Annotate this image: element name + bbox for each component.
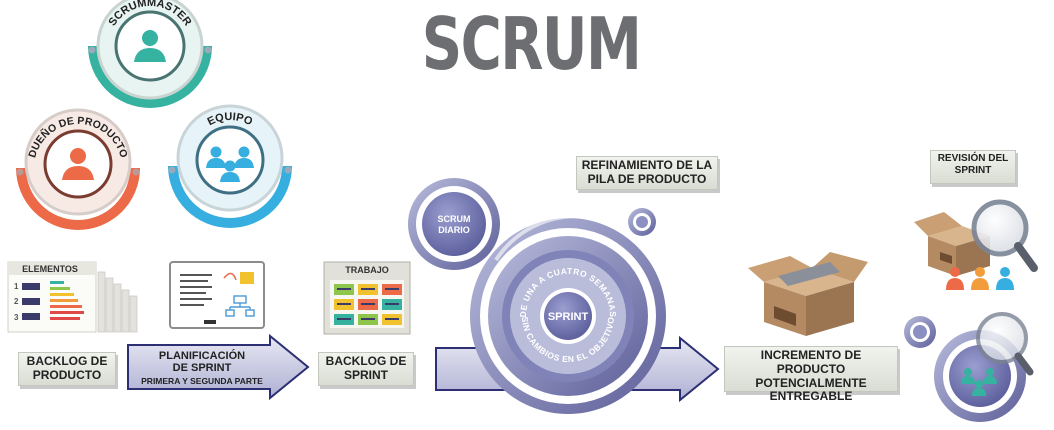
task-sticky-line	[361, 303, 375, 305]
team-icon	[961, 368, 997, 396]
increment-label: INCREMENTO DE PRODUCTO POTENCIALMENTE EN…	[724, 346, 898, 403]
svg-text:3: 3	[14, 313, 19, 322]
product-backlog-label: BACKLOG DE PRODUCTO	[18, 352, 116, 386]
backlog-refinement-label: REFINAMIENTO DE LA PILA DE PRODUCTO	[576, 156, 718, 190]
elements-board-title: ELEMENTOS	[22, 264, 78, 274]
product-owner-badge	[16, 108, 140, 230]
sprint-planning-subtitle: PRIMERA Y SEGUNDA PARTE	[141, 376, 263, 387]
team-icon	[206, 146, 254, 182]
review-team-ball	[904, 312, 1034, 422]
increment-box	[748, 252, 868, 336]
task-sticky-line	[385, 318, 399, 320]
task-sticky-line	[361, 288, 375, 290]
scrummaster-badge	[88, 0, 212, 108]
review-box	[914, 212, 1014, 290]
task-sticky-line	[385, 288, 399, 290]
task-sticky-line	[337, 288, 351, 290]
sprint-planning-title: PLANIFICACIÓN DE SPRINT	[158, 350, 246, 375]
sprint-backlog-board	[323, 261, 411, 335]
daily-scrum-ball: SCRUM DIARIO	[408, 178, 500, 270]
sprint-cycle: DE UNA A CUATRO SEMANAS SIN CAMBIOS EN E…	[470, 214, 666, 414]
sprint-planning-board	[169, 261, 265, 329]
work-board-title: TRABAJO	[345, 265, 389, 275]
task-sticky-line	[361, 318, 375, 320]
svg-text:2: 2	[14, 297, 19, 306]
refinement-ball	[628, 208, 656, 236]
daily-scrum-label-line2: DIARIO	[438, 225, 470, 235]
tpTeam-text: EQUIPO	[206, 111, 255, 128]
product-backlog-board: 1 2 3	[7, 261, 138, 333]
sprint-review-label: REVISIÓN DEL SPRINT	[930, 150, 1016, 184]
svg-text:1: 1	[14, 282, 19, 291]
team-badge	[168, 104, 292, 228]
daily-scrum-label-line1: SCRUM	[438, 214, 471, 224]
magnifier-icon	[971, 199, 1038, 272]
sprint-backlog-label: BACKLOG DE SPRINT	[318, 352, 414, 386]
page-title: SCRUM	[421, 2, 642, 86]
task-sticky-line	[337, 303, 351, 305]
planning-arrow	[127, 333, 310, 401]
task-sticky-line	[385, 303, 399, 305]
sprint-label: SPRINT	[548, 311, 589, 323]
sprint-planning-label: PLANIFICACIÓN DE SPRINT PRIMERA Y SEGUND…	[132, 350, 272, 386]
person-icon	[134, 30, 166, 62]
team-label: EQUIPO	[206, 111, 255, 128]
person-icon	[62, 148, 94, 180]
task-sticky-line	[337, 318, 351, 320]
